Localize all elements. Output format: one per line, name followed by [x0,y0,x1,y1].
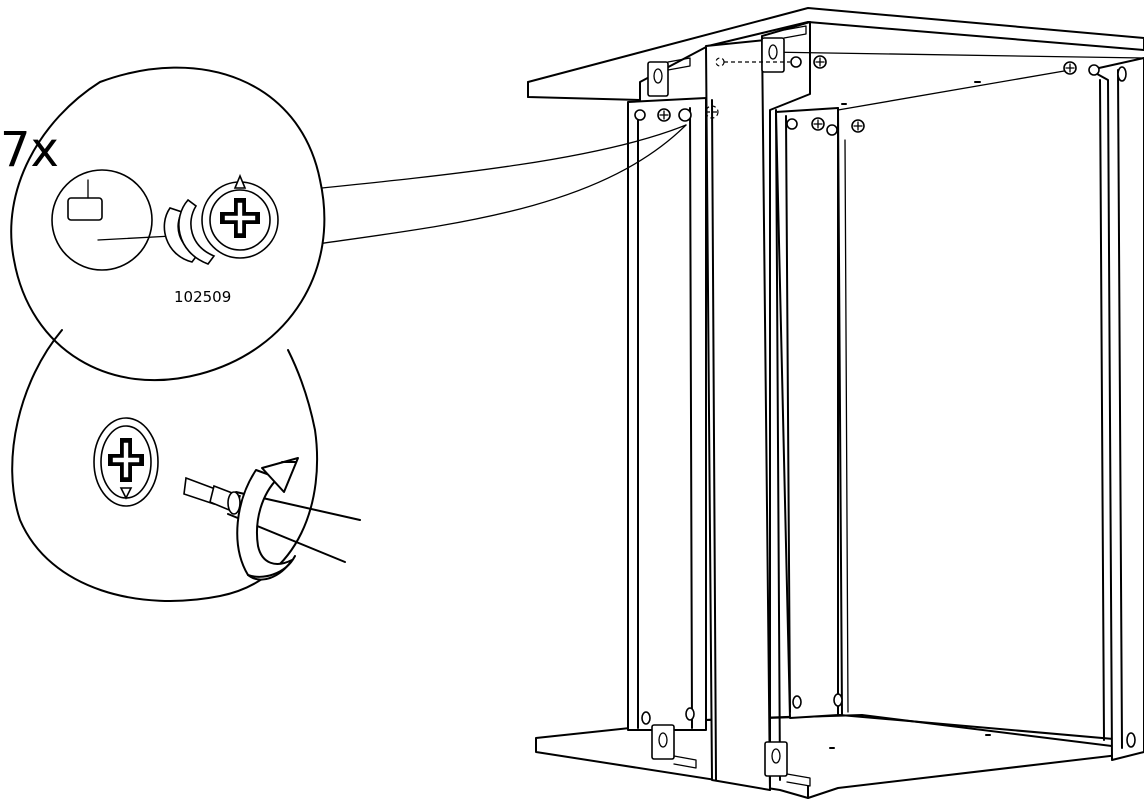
panel-inset [51,169,173,271]
cabinet-frame [527,7,1144,799]
detail-circle-cam-lock: 102509 [10,66,326,382]
callout-connector [301,124,687,246]
cam-locks-bottom [641,693,1136,748]
right-side-panel [775,107,839,719]
top-right-bracket [761,25,807,73]
quantity-label: 7x [0,122,59,178]
part-number-label: 102509 [174,288,231,306]
bottom-right-bracket [764,741,811,787]
detail-circle-tighten [11,329,361,602]
cam-locks-top [634,55,1127,136]
left-side-panel [627,97,707,731]
bottom-left-bracket [651,724,697,769]
top-left-bracket [647,57,691,97]
rotate-arrow-icon [236,457,299,581]
cam-lock-front-icon [93,417,159,507]
screwdriver-icon [183,476,361,563]
top-panel [527,7,1144,101]
cam-lock-icon [163,173,279,265]
